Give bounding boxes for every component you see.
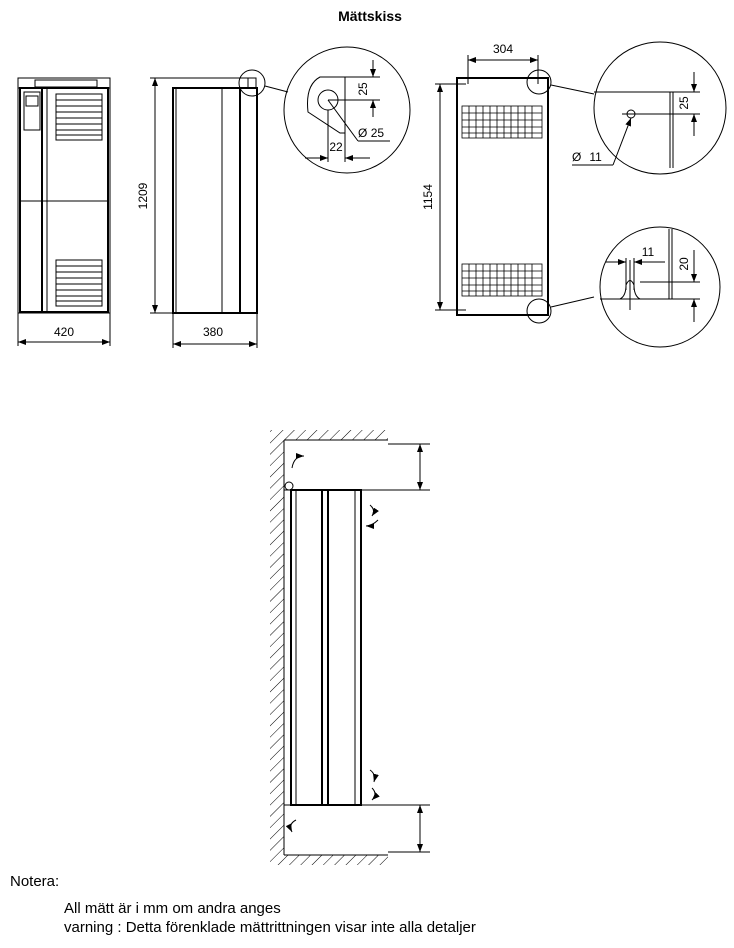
detail-mounting-slot-bottom: 11 20 (599, 226, 721, 348)
drive-unit-side (284, 481, 362, 806)
note-warning: varning : Detta förenklade mättrittninge… (64, 919, 476, 936)
dimension-hole-spacing-width: 304 (493, 42, 513, 56)
back-view: 304 1154 (421, 42, 595, 324)
bottom-vent-grille (55, 259, 103, 307)
front-view: 420 (17, 77, 111, 346)
dimension-detail2-offset: 25 (677, 96, 691, 110)
bottom-perforation (461, 263, 543, 297)
dimension-height-total: 1209 (136, 182, 150, 209)
top-perforation (461, 105, 543, 139)
drawing-title: Mättskiss (338, 8, 402, 24)
dimension-hole-spacing-height: 1154 (421, 184, 435, 210)
dimension-detail3-offset: 20 (677, 257, 691, 271)
note-units: All mätt är i mm om andra anges (64, 900, 281, 917)
wall-installation-view (270, 430, 430, 865)
dimension-detail-hole-offset: 22 (329, 140, 343, 154)
dimension-detail-top-offset: 25 (356, 82, 370, 96)
dimension-detail-hole-diameter: Ø 25 (358, 126, 384, 140)
airflow-arrows (285, 453, 380, 833)
top-vent-grille (55, 93, 103, 141)
dimension-detail3-slot-width: 11 (642, 245, 655, 259)
side-view: 1209 380 (136, 69, 289, 348)
dimension-front-width: 420 (54, 325, 74, 339)
control-panel-display (23, 91, 41, 131)
dimension-depth: 380 (203, 325, 223, 339)
notes-heading: Notera: (10, 873, 60, 890)
detail-mounting-hole-side: 25 Ø 25 22 (283, 46, 411, 174)
